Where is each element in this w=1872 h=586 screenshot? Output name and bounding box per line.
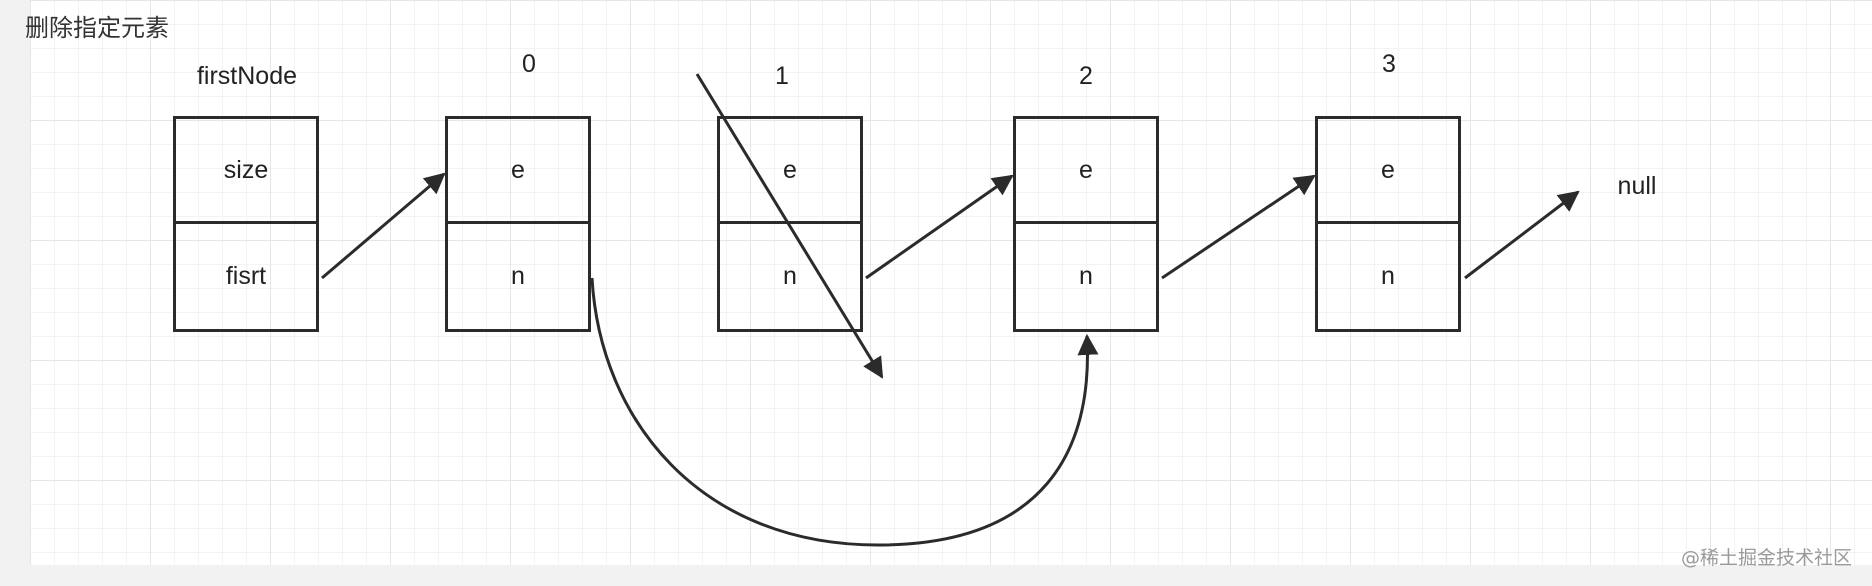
node-index-2: 2 (1079, 62, 1093, 90)
node-0-element-cell: e (448, 119, 588, 224)
first-node-box: size fisrt (173, 116, 319, 332)
node-box-2: e n (1013, 116, 1159, 332)
null-label: null (1617, 172, 1657, 200)
node-0-next-cell: n (511, 262, 525, 290)
node-index-0: 0 (522, 50, 536, 78)
node-box-1: e n (717, 116, 863, 332)
node-1-element-cell: e (720, 119, 860, 224)
node-3-element-cell: e (1318, 119, 1458, 224)
node-2-next-cell: n (1079, 262, 1093, 290)
first-node-label: firstNode (196, 62, 298, 90)
node-box-0: e n (445, 116, 591, 332)
diagram-title: 删除指定元素 (25, 14, 169, 42)
node-box-3: e n (1315, 116, 1461, 332)
node-index-1: 1 (775, 62, 789, 90)
first-node-first-cell: fisrt (225, 262, 267, 290)
node-3-next-cell: n (1381, 262, 1395, 290)
first-node-size-cell: size (176, 119, 316, 224)
watermark: @稀土掘金技术社区 (1680, 547, 1852, 569)
node-index-3: 3 (1382, 50, 1396, 78)
node-2-element-cell: e (1016, 119, 1156, 224)
node-1-next-cell: n (783, 262, 797, 290)
